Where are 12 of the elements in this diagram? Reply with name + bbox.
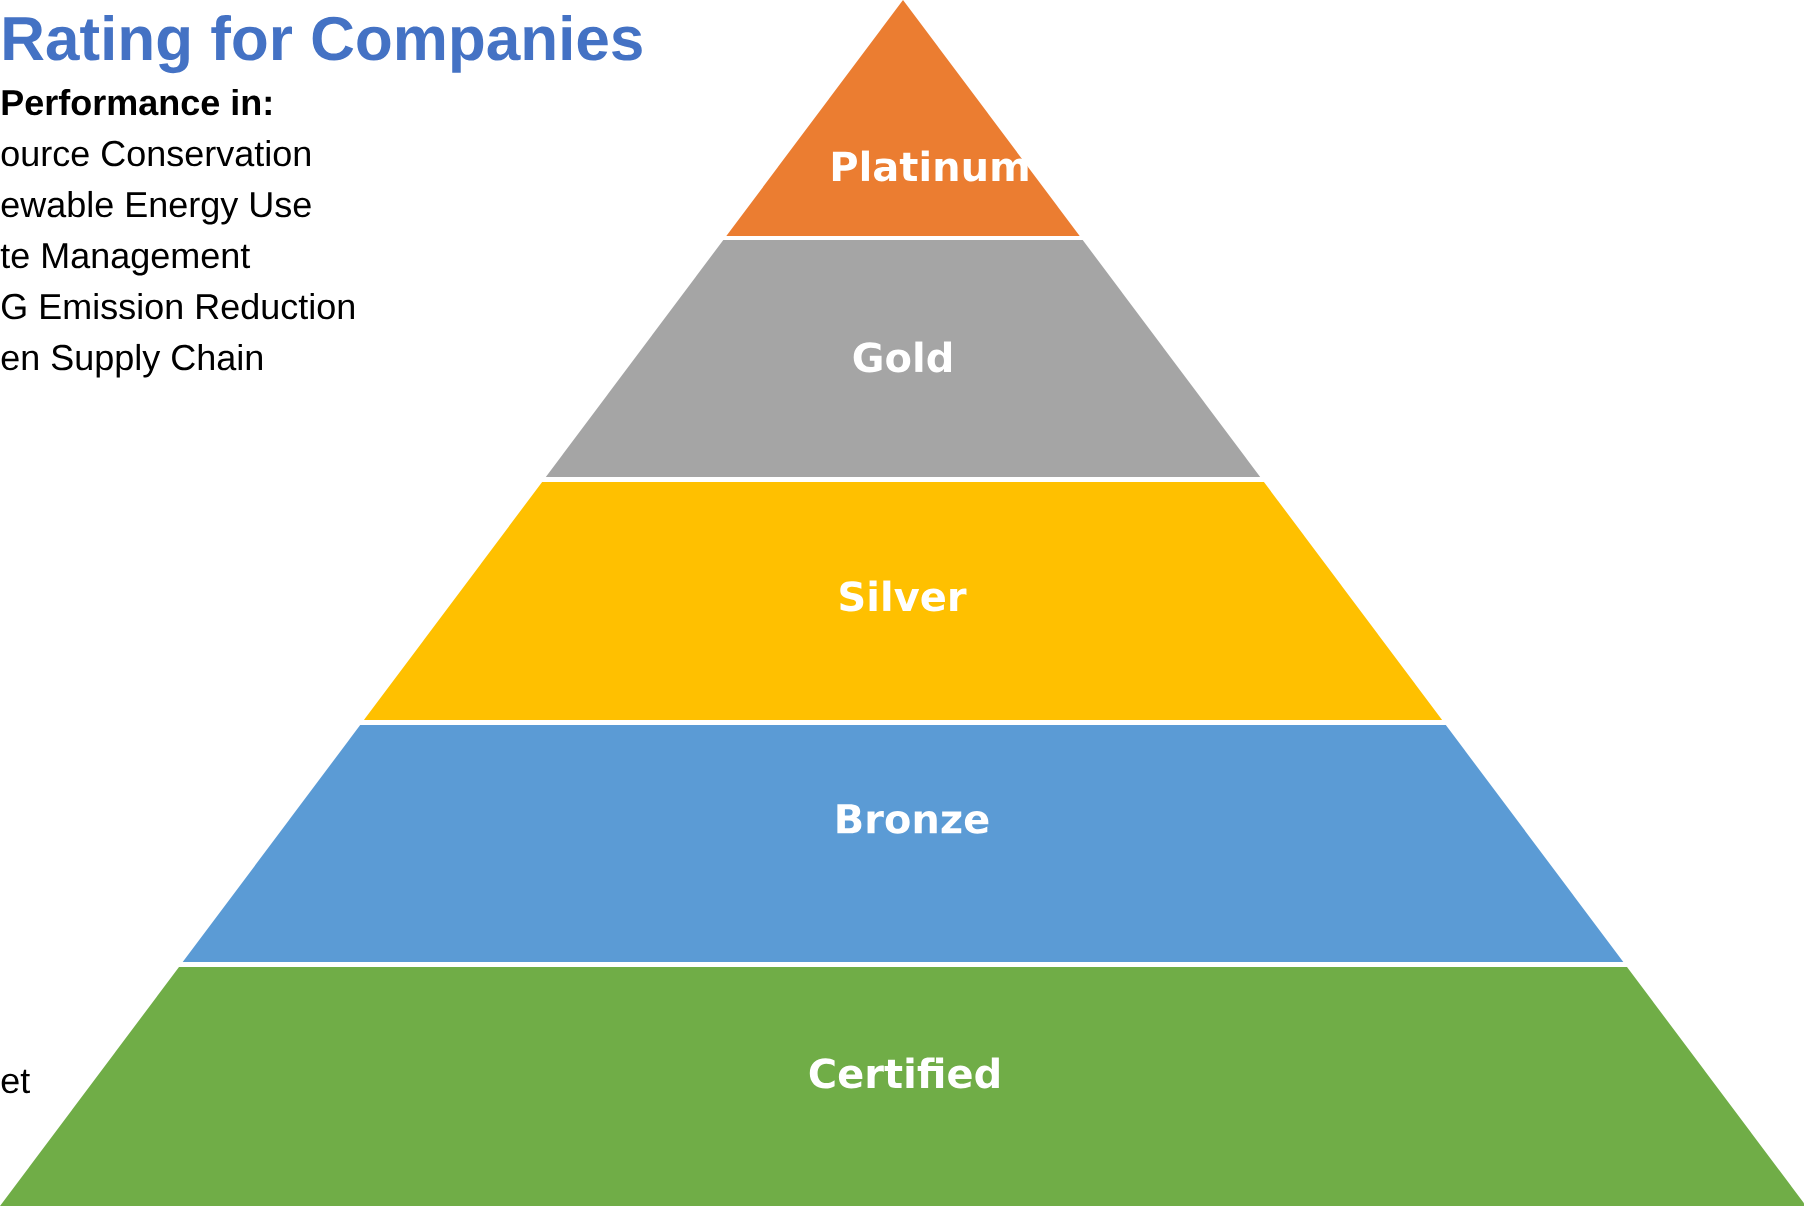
label: Performance in:	[2, 88, 271, 116]
label: te Management	[0, 243, 251, 276]
pyramid-level: Silver	[363, 482, 1443, 720]
label: ource Conservation	[1, 139, 310, 167]
pyramid-level: Platinum	[726, 0, 1080, 236]
pyramid-level: Gold	[545, 240, 1261, 477]
title: Rating for Companies	[4, 15, 642, 74]
label: et	[1, 1069, 30, 1094]
label: G Emission Reduction	[2, 292, 354, 320]
label: ewable Energy Use	[1, 190, 311, 225]
pyramid-level: Bronze	[182, 725, 1624, 962]
label: en Supply Chain	[1, 343, 262, 378]
